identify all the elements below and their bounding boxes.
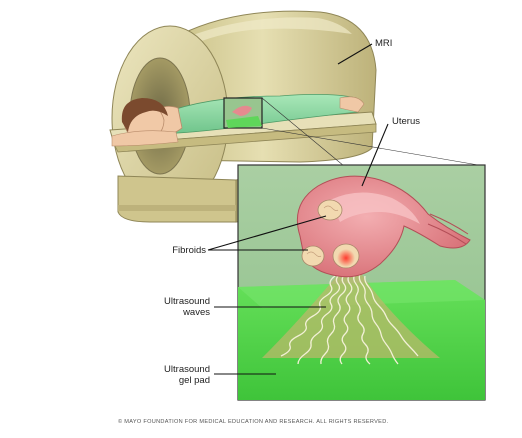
ultrasound-waves [262, 272, 440, 365]
gel-pad-label: Ultrasound gel pad [150, 364, 210, 386]
mri-label: MRI [375, 38, 393, 49]
fibroid [317, 199, 343, 221]
fibroid [332, 243, 360, 269]
ultrasound-waves-label: Ultrasound waves [150, 296, 210, 318]
patient [111, 94, 365, 147]
fibroids-label: Fibroids [172, 245, 206, 256]
copyright-notice: © MAYO FOUNDATION FOR MEDICAL EDUCATION … [118, 419, 389, 425]
inset-panel [237, 164, 486, 401]
ultrasound-waves-label-line2: waves [183, 307, 210, 318]
gel-pad-label-line1: Ultrasound [164, 364, 210, 375]
focus-area-small [223, 97, 485, 167]
ultrasound-waves-label-line1: Ultrasound [164, 296, 210, 307]
leader-lines [207, 43, 389, 375]
uterus [296, 175, 471, 278]
uterus-label: Uterus [392, 116, 420, 127]
fibroid [301, 245, 325, 267]
gel-pad-label-line2: gel pad [178, 375, 210, 386]
